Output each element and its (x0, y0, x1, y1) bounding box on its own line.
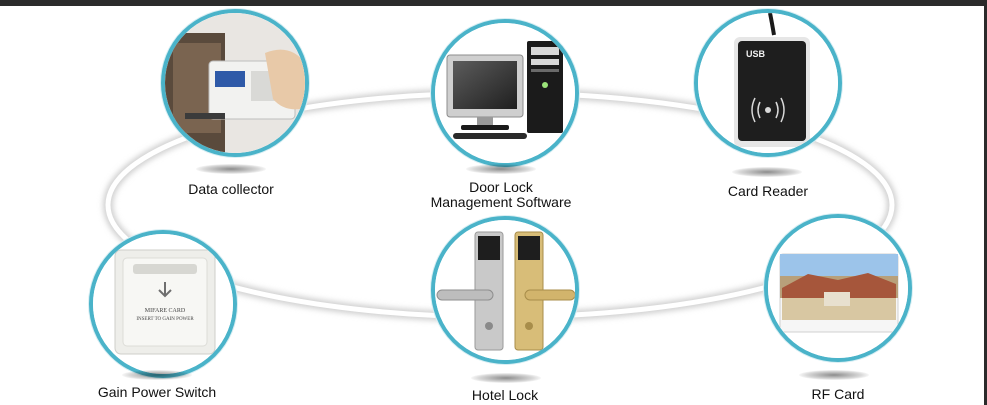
label-shadow (466, 164, 536, 174)
rf-card-icon (764, 214, 912, 362)
node-label: Card Reader (727, 183, 809, 199)
right-border (984, 0, 987, 405)
switch-text-line-2: INSERT TO GAIN POWER (136, 317, 194, 322)
label-shadow (471, 373, 541, 383)
card-reader-icon: USB (694, 9, 842, 157)
label-shadow (799, 370, 869, 380)
top-border (0, 0, 987, 6)
label-shadow (732, 167, 802, 177)
computer-icon (431, 19, 579, 167)
node-label-line-1: Door Lock (469, 179, 533, 195)
door-lock-icon (431, 216, 579, 364)
node-label: Gain Power Switch (97, 384, 217, 400)
node-label: Data collector (188, 181, 274, 197)
switch-text-line-1: MIFARE CARD (145, 308, 186, 314)
label-shadow (196, 164, 266, 174)
node-label-line-2: Management Software (430, 194, 572, 210)
usb-text: USB (746, 49, 766, 59)
node-label: RF Card (811, 386, 865, 402)
label-shadow (122, 370, 192, 380)
power-switch-icon: MIFARE CARD INSERT TO GAIN POWER (89, 230, 237, 378)
data-collector-icon (161, 9, 309, 157)
node-label: Hotel Lock (471, 387, 539, 403)
